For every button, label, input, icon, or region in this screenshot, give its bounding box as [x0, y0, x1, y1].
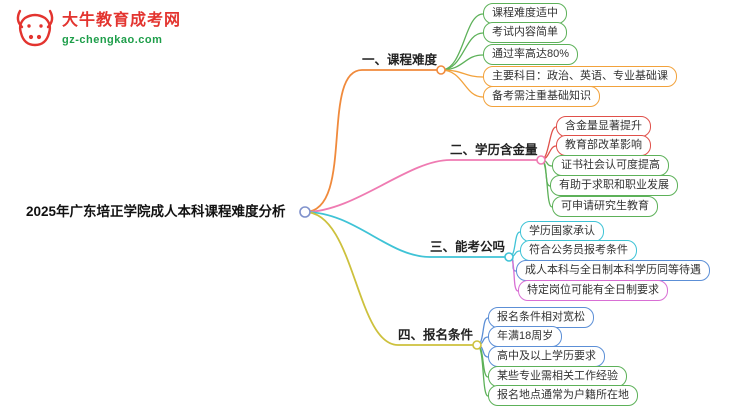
leaf-node: 课程难度适中 [483, 3, 567, 24]
site-url: gz-chengkao.com [62, 34, 163, 46]
branch-node-circle [536, 155, 546, 165]
leaf-node: 有助于求职和职业发展 [550, 175, 678, 196]
site-logo: 大牛教育成考网 gz-chengkao.com [12, 6, 181, 52]
leaf-node: 成人本科与全日制本科学历同等待遇 [516, 260, 710, 281]
branch-node-circle [504, 252, 514, 262]
branch-connector [304, 211, 478, 346]
leaf-node: 备考需注重基础知识 [483, 86, 600, 107]
leaf-connector [440, 32, 484, 71]
site-name: 大牛教育成考网 [62, 12, 182, 29]
logo-text-block: 大牛教育成考网 gz-chengkao.com [62, 6, 181, 47]
leaf-node: 证书社会认可度提高 [552, 155, 669, 176]
leaf-node: 高中及以上学历要求 [488, 346, 605, 367]
leaf-node: 年满18周岁 [488, 326, 563, 347]
branch-label: 四、报名条件 [398, 328, 474, 342]
leaf-node: 主要科目：政治、英语、专业基础课 [483, 66, 677, 87]
leaf-node: 学历国家承认 [520, 221, 604, 242]
leaf-node: 含金量显著提升 [556, 116, 651, 137]
branch-node-circle [436, 65, 446, 75]
bull-logo-icon [16, 9, 54, 47]
branch-label: 三、能考公吗 [430, 240, 506, 254]
branch-label: 二、学历含金量 [450, 143, 538, 157]
leaf-node: 报名条件相对宽松 [488, 307, 594, 328]
root-topic: 2025年广东培正学院成人本科课程难度分析 [26, 204, 286, 219]
leaf-connector [440, 69, 484, 98]
leaf-connector [476, 344, 489, 397]
root-node-circle [299, 206, 311, 218]
branch-label: 一、课程难度 [362, 53, 438, 67]
branch-connector [304, 69, 442, 213]
branch-connector [304, 211, 510, 258]
leaf-node: 报名地点通常为户籍所在地 [488, 385, 638, 406]
leaf-node: 某些专业需相关工作经验 [488, 366, 627, 387]
branch-node-circle [472, 340, 482, 350]
leaf-connector [440, 13, 484, 71]
leaf-node: 教育部改革影响 [556, 135, 651, 156]
leaf-node: 可申请研究生教育 [552, 196, 658, 217]
leaf-node: 特定岗位可能有全日制要求 [518, 280, 668, 301]
leaf-node: 符合公务员报考条件 [520, 240, 637, 261]
leaf-node: 通过率高达80% [483, 44, 579, 65]
leaf-node: 考试内容简单 [483, 22, 567, 43]
branch-connector [304, 159, 542, 213]
